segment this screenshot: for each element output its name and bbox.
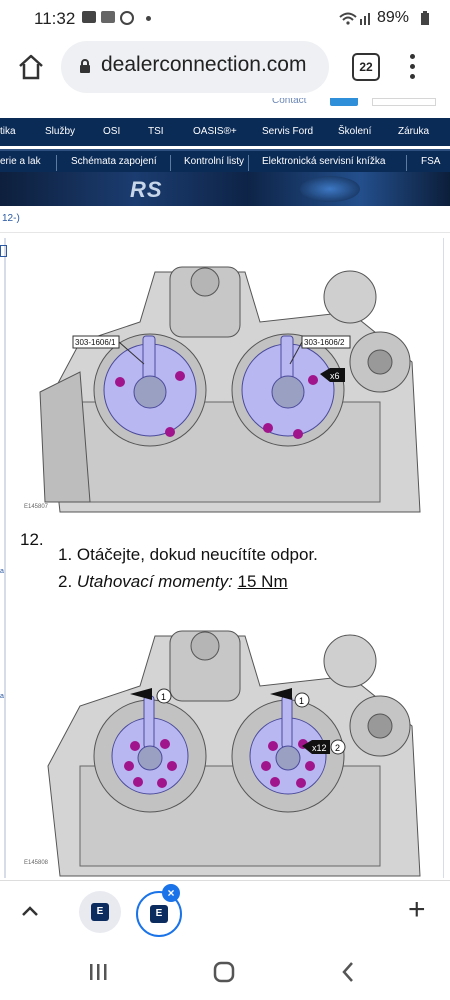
nav-item-sluzby[interactable]: Služby [45, 126, 76, 137]
left-frame-marker [0, 245, 7, 257]
contact-link[interactable]: Contact [272, 98, 307, 106]
tool-label-left: 303-1606/1 [75, 338, 116, 347]
tab-strip: E E × + [0, 880, 450, 945]
figure-id: E145807 [24, 504, 49, 510]
main-nav: tika Služby OSI TSI OASIS®+ Servis Ford … [0, 118, 450, 146]
nav-item-tika[interactable]: tika [0, 126, 16, 137]
wifi-signal-icon [339, 12, 370, 25]
subnav-item-kontrolni-listy[interactable]: Kontrolní listy [184, 156, 245, 167]
address-bar[interactable]: dealerconnection.com [61, 41, 329, 93]
url-text[interactable]: dealerconnection.com [101, 53, 307, 76]
nav-item-osi[interactable]: OSI [103, 126, 121, 137]
sync-notification-icon [120, 11, 134, 25]
browser-toolbar: dealerconnection.com 22 [0, 36, 450, 98]
nav-item-oasis[interactable]: OASIS®+ [193, 126, 237, 137]
step-instructions: 1. Otáčejte, dokud neucítíte odpor. 2. U… [58, 541, 318, 595]
subnav-item-lak[interactable]: erie a lak [0, 156, 41, 167]
back-icon[interactable] [340, 960, 356, 984]
home-icon[interactable] [16, 52, 46, 82]
new-tab-icon[interactable]: + [408, 893, 426, 926]
nav-item-tsi[interactable]: TSI [148, 126, 164, 137]
message-notification-icon [101, 11, 115, 23]
side-link-marker[interactable]: a [0, 693, 4, 700]
step-item-2-number: 2. [58, 572, 77, 591]
figure-e145808: 1 1 x12 2 E145808 [20, 616, 422, 878]
step-number: 12. [20, 530, 44, 549]
callout-2: 2 [335, 743, 340, 753]
system-nav-bar [0, 944, 450, 1000]
header-banner: RS [0, 172, 450, 206]
callout-1-right: 1 [299, 696, 304, 706]
tab-favicon: E [91, 903, 109, 921]
figure-e145807: 303-1606/1 303-1606/2 x6 E145807 [20, 252, 422, 514]
utility-field[interactable] [372, 98, 436, 106]
utility-button[interactable] [330, 98, 358, 106]
nav-item-servis-ford[interactable]: Servis Ford [262, 126, 314, 137]
nav-item-skoleni[interactable]: Školení [338, 126, 372, 137]
status-time: 11:32 [34, 9, 76, 28]
tool-label-right: 303-1606/2 [304, 338, 345, 347]
subnav-item-servisni-knizka[interactable]: Elektronická servisní knížka [262, 156, 386, 167]
tab-favicon: E [150, 905, 168, 923]
status-bar: 11:32 89% [0, 0, 450, 36]
side-link-marker[interactable]: a [0, 568, 4, 575]
torque-value-link[interactable]: 15 Nm [237, 572, 288, 591]
engine-timing-illustration-1: 303-1606/1 303-1606/2 x6 [39, 266, 421, 513]
close-tab-icon[interactable]: × [162, 884, 180, 902]
menu-icon[interactable] [409, 54, 417, 80]
step-item-1: 1. Otáčejte, dokud neucítíte odpor. [58, 545, 318, 564]
breadcrumb-text[interactable]: 12-) [2, 213, 20, 224]
tab-thumbnail-1[interactable]: E [79, 891, 121, 933]
engine-timing-illustration-2: 1 1 x12 2 [47, 630, 421, 877]
chevron-up-icon[interactable] [20, 901, 40, 921]
home-nav-icon[interactable] [212, 960, 236, 984]
more-notifications-icon [146, 16, 151, 21]
subnav-item-schemata[interactable]: Schémata zapojení [71, 156, 157, 167]
callout-x12: x12 [312, 743, 327, 753]
breadcrumb: 12-) [0, 206, 450, 233]
recent-apps-icon[interactable] [88, 962, 108, 982]
nav-item-zaruka[interactable]: Záruka [398, 126, 430, 137]
rs-logo: RS [130, 177, 163, 202]
secondary-nav: erie a lak Schémata zapojení Kontrolní l… [0, 149, 450, 174]
step-item-2: 2. Utahovací momenty: 15 Nm [58, 568, 318, 595]
callout-x6: x6 [330, 371, 340, 381]
subnav-item-fsa[interactable]: FSA [421, 156, 441, 167]
web-page: Contact tika Služby OSI TSI OASIS®+ Serv… [0, 98, 450, 880]
image-notification-icon [82, 11, 96, 23]
left-frame-border [4, 238, 6, 878]
callout-1-left: 1 [161, 692, 166, 702]
battery-percent: 89% [377, 9, 410, 26]
tab-switcher-button[interactable]: 22 [352, 53, 380, 81]
torque-label: Utahovací momenty: [76, 572, 233, 591]
lock-icon [80, 59, 90, 73]
banner-wheel-image [300, 176, 360, 202]
top-utility-strip: Contact [0, 98, 450, 119]
battery-icon [421, 11, 429, 25]
figure-id: E145808 [24, 860, 49, 866]
right-frame-border [443, 238, 444, 878]
